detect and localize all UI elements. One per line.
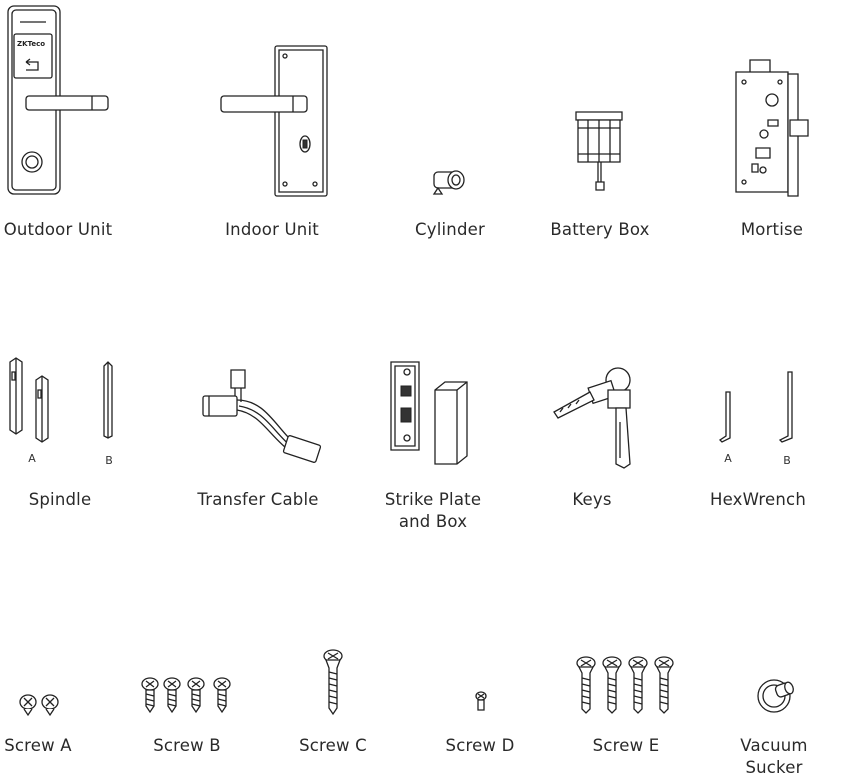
keys-figure bbox=[550, 362, 640, 470]
spindle-sublabel-a: A bbox=[28, 452, 36, 465]
label-vacuum-line1: Vacuum bbox=[740, 736, 808, 755]
cylinder-figure bbox=[428, 162, 468, 198]
indoor-unit-figure bbox=[215, 40, 335, 200]
transfer-cable-figure bbox=[195, 366, 325, 466]
label-vacuum-line2: Sucker bbox=[745, 758, 803, 777]
hex-wrench-figure bbox=[712, 368, 812, 446]
label-strike-plate-line1: Strike Plate bbox=[384, 490, 482, 509]
label-screw-d: Screw D bbox=[445, 736, 515, 755]
outdoor-unit-figure: ZKTeco bbox=[0, 0, 120, 200]
label-hex-wrench: HexWrench bbox=[710, 490, 806, 509]
label-strike-plate-line2: and Box bbox=[398, 512, 468, 531]
spindle-figure bbox=[0, 352, 130, 444]
strike-plate-figure bbox=[385, 356, 475, 468]
screw-b-figure bbox=[138, 674, 238, 716]
label-transfer-cable: Transfer Cable bbox=[197, 490, 319, 509]
label-keys: Keys bbox=[572, 490, 612, 509]
screw-c-figure bbox=[318, 648, 348, 716]
mortise-figure bbox=[730, 52, 820, 200]
label-indoor-unit: Indoor Unit bbox=[225, 220, 319, 239]
label-cylinder: Cylinder bbox=[415, 220, 485, 239]
label-screw-e: Screw E bbox=[592, 736, 660, 755]
label-mortise: Mortise bbox=[740, 220, 804, 239]
label-battery-box: Battery Box bbox=[550, 220, 650, 239]
battery-box-figure bbox=[570, 106, 630, 198]
hex-wrench-sublabel-a: A bbox=[724, 452, 732, 465]
label-spindle: Spindle bbox=[28, 490, 92, 509]
label-screw-b: Screw B bbox=[153, 736, 221, 755]
screw-a-figure bbox=[14, 690, 64, 718]
label-outdoor-unit: Outdoor Unit bbox=[3, 220, 113, 239]
label-screw-a: Screw A bbox=[4, 736, 72, 755]
spindle-sublabel-b: B bbox=[105, 454, 113, 467]
hex-wrench-sublabel-b: B bbox=[783, 454, 791, 467]
brand-logo: ZKTeco bbox=[17, 40, 45, 48]
label-screw-c: Screw C bbox=[299, 736, 367, 755]
vacuum-sucker-figure bbox=[752, 668, 800, 716]
screw-d-figure bbox=[472, 690, 490, 714]
screw-e-figure bbox=[572, 654, 680, 716]
